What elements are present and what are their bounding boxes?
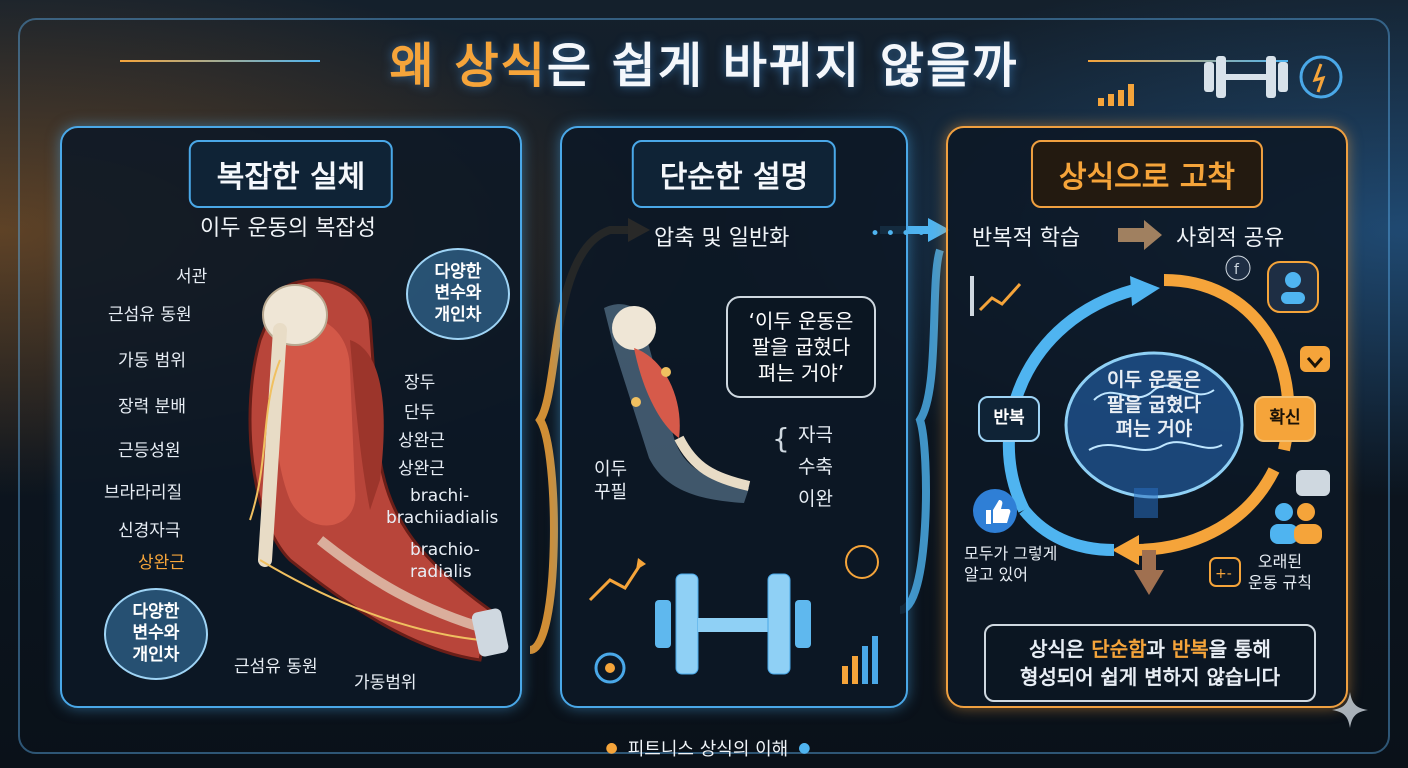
subtitle-bicep-complexity: 이두 운동의 복잡성 (200, 216, 376, 241)
sparkle-icon (1332, 692, 1368, 728)
note-everyone-knows: 모두가 그렇게 알고 있어 (964, 544, 1058, 584)
label-tension-distribution: 장력 분배 (118, 397, 186, 417)
footer-dot-left: ● (605, 740, 618, 756)
label-brachialis-1: 상완근 (398, 431, 445, 451)
label-nerve-stimulus: 신경자극 (118, 521, 181, 541)
brace-item-contraction: 수축 (798, 456, 833, 478)
social-icons: f (1225, 255, 1319, 313)
label-brachialis-highlight: 상완근 (138, 553, 185, 573)
step-compress-generalize: 압축 및 일반화 (654, 226, 790, 251)
dumbbell-gauge-icon (1204, 55, 1343, 99)
label-long-head: 장두 (404, 373, 436, 393)
cycle-diagram (1002, 274, 1295, 595)
footer-text: 피트니스 상식의 이해 (627, 739, 789, 760)
footer: ● 피트니스 상식의 이해 ● (578, 730, 838, 766)
panel-title-complex: 복잡한 실체 (188, 140, 394, 208)
label-range-of-motion: 가동 범위 (118, 351, 186, 371)
summary-box: 상식은 단순함과 반복을 통해 형성되어 쉽게 변하지 않습니다 (984, 624, 1316, 702)
step-social-sharing: 사회적 공유 (1176, 226, 1285, 251)
label-radialis: radialis (410, 562, 472, 582)
label-brachio: brachio- (410, 540, 480, 560)
panel2-decorations (588, 545, 879, 684)
label-biceps-arm: 이두 꾸필 (594, 459, 628, 504)
arm-muscle-illustration (248, 278, 509, 662)
brain-thought-text: 이두 운동은 팔을 굽혔다 펴는 거야 (1106, 369, 1201, 441)
label-short-head: 단두 (404, 403, 436, 423)
step-repeated-learning: 반복적 학습 (972, 226, 1081, 251)
bubble-variables-top: 다양한 변수와 개인차 (406, 248, 510, 340)
title-line-left (120, 60, 320, 62)
group-chat-icon (1270, 470, 1330, 544)
brace-item-relaxation: 이완 (798, 488, 833, 510)
bubble-variables-bottom: 다양한 변수와 개인차 (104, 588, 208, 680)
panel-simple-explanation: 단순한 설명 (560, 126, 908, 708)
outer-frame (18, 18, 1390, 754)
brace-item-stimulus: 자극 (798, 424, 833, 446)
label-bottom-fiber: 근섬유 동원 (234, 657, 318, 677)
label-geundeung: 근등성원 (118, 441, 181, 461)
title-area: 왜 상식은 쉽게 바뀌지 않을까 (340, 16, 1068, 106)
dotted-connector: • • • • (870, 224, 927, 244)
summary-line-2: 형성되어 쉽게 변하지 않습니다 (1019, 665, 1281, 689)
svg-text:f: f (1234, 262, 1240, 278)
summary-line-1: 상식은 단순함과 반복을 통해 (1029, 637, 1271, 661)
page-title: 왜 상식은 쉽게 바뀌지 않을까 (389, 38, 1019, 94)
cycle-label-repeat: 반복 (978, 396, 1040, 442)
brace-icon: { (772, 422, 790, 455)
note-old-rules: 오래된 운동 규칙 (1248, 552, 1312, 592)
footer-dot-right: ● (798, 740, 811, 756)
simple-arm-illustration (604, 304, 751, 503)
cycle-label-conviction: 확신 (1254, 396, 1316, 442)
thumbs-up-icon (973, 489, 1017, 533)
label-brarari: 브라라리질 (104, 483, 183, 503)
arrow-right-icon (1118, 220, 1162, 250)
trend-chart-icon (970, 276, 1022, 316)
quote-simple-explanation: ‘이두 운동은 팔을 굽혔다 펴는 거야’ (726, 296, 876, 398)
title-line-right (1088, 60, 1288, 62)
label-brachialis-2: 상완근 (398, 459, 445, 479)
panel-title-simple: 단순한 설명 (631, 140, 837, 208)
bar-chart-icon (1098, 84, 1134, 106)
label-brachi: brachi- (410, 486, 470, 506)
svg-text:+-: +- (1215, 566, 1232, 582)
label-brachiiadialis: brachiiadialis (386, 508, 499, 528)
chat-heart-icon (1300, 346, 1330, 372)
label-bottom-rom: 가동범위 (354, 673, 417, 693)
panel-title-fixed: 상식으로 고착 (1030, 140, 1264, 208)
label-muscle-fiber-recruit: 근섬유 동원 (108, 305, 192, 325)
label-seogwan: 서관 (176, 267, 208, 287)
rule-book-icon: +- (1209, 557, 1241, 587)
